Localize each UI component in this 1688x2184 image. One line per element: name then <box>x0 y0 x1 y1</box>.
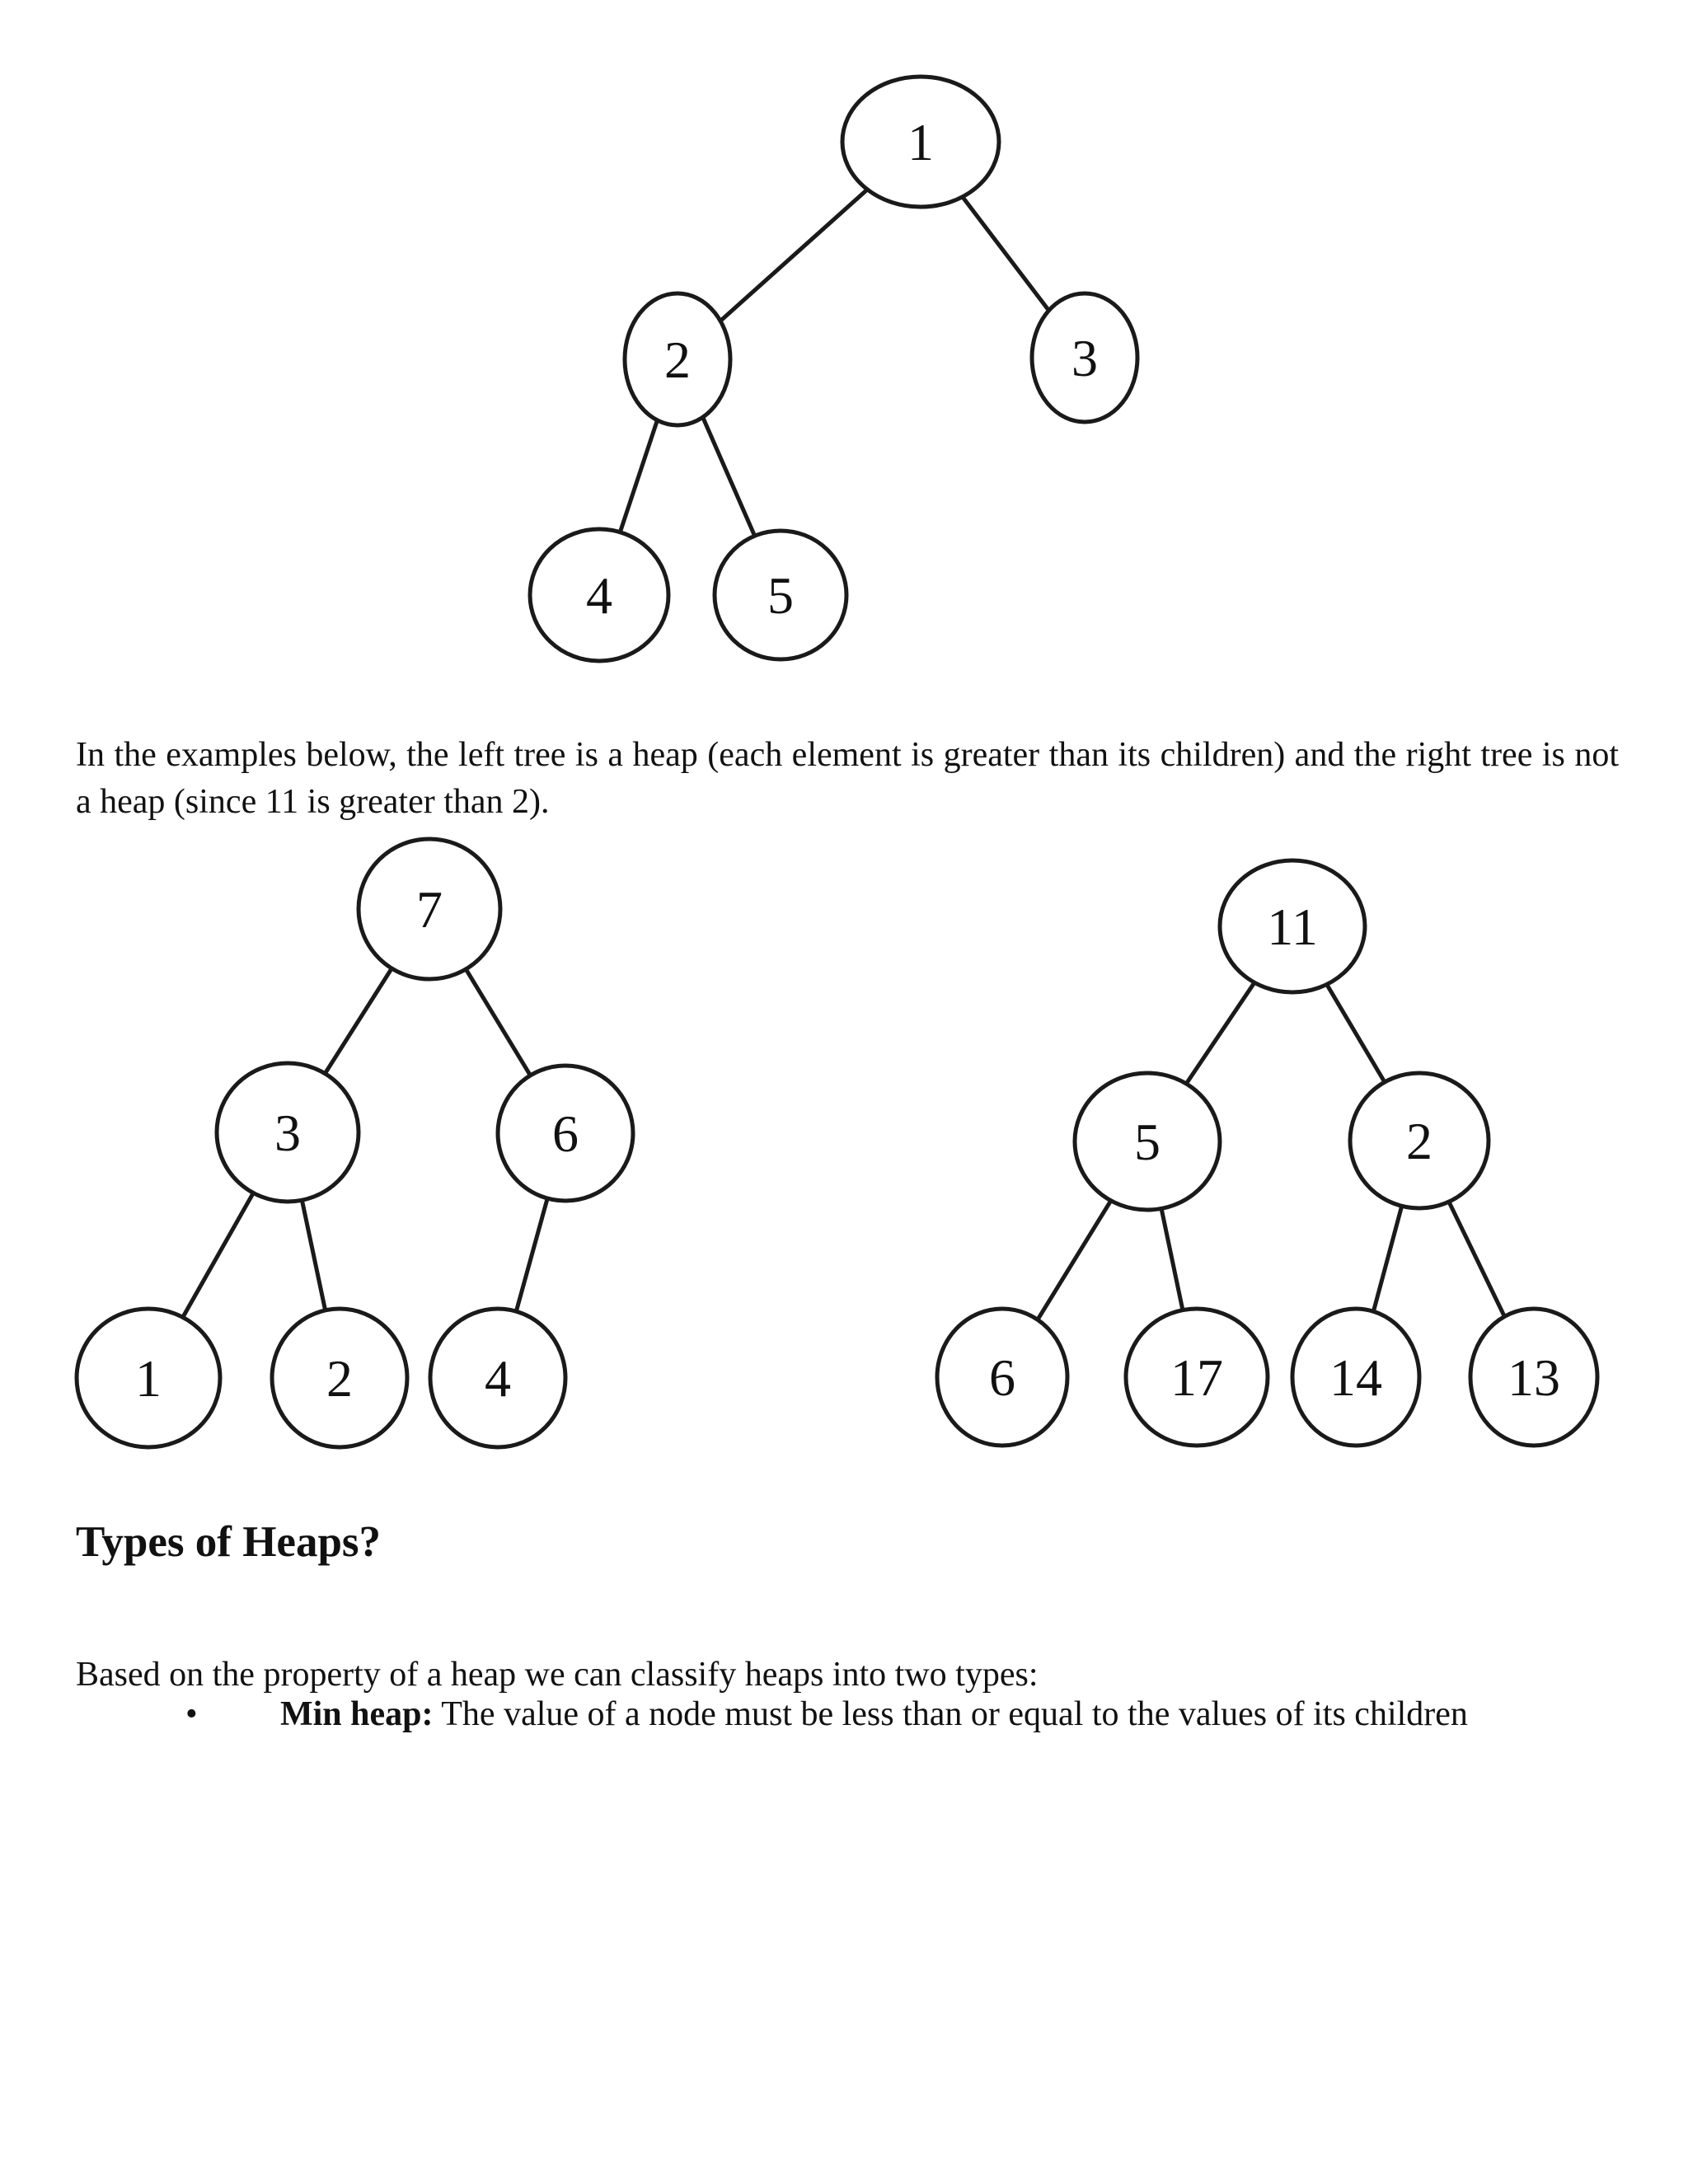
tree-node-circle <box>1217 858 1367 995</box>
tree-node-label: 3 <box>274 1104 301 1162</box>
tree-node-label: 6 <box>989 1348 1015 1407</box>
bullet-item-min-heap: • Min heap: The value of a node must be … <box>185 1691 1615 1738</box>
tree-node-label: 14 <box>1329 1348 1382 1407</box>
types-intro-paragraph: Based on the property of a heap we can c… <box>76 1656 1039 1694</box>
bullet-dot-icon: • <box>185 1695 198 1733</box>
tree-node-circle <box>622 291 733 428</box>
tree-node-label: 11 <box>1267 898 1318 956</box>
tree-node-circle <box>74 1306 223 1450</box>
tree-node-label: 3 <box>1071 329 1098 387</box>
bullet-term: Min heap: <box>280 1695 434 1733</box>
tree-node-circle <box>495 1063 635 1203</box>
tree-node-circle <box>356 837 503 982</box>
tree-node-circle <box>712 528 849 662</box>
intro-paragraph: In the examples below, the left tree is … <box>76 736 1619 821</box>
tree-node-label: 5 <box>1134 1113 1160 1171</box>
tree-node-label: 2 <box>1406 1112 1432 1170</box>
tree-node-label: 1 <box>135 1349 162 1408</box>
tree-node-label: 4 <box>485 1349 511 1408</box>
tree-node-circle <box>428 1306 568 1450</box>
tree-node-label: 2 <box>664 330 691 389</box>
tree-node-label: 7 <box>416 880 443 939</box>
bullet-text: The value of a node must be less than or… <box>441 1695 1468 1733</box>
binary-tree-left: 7 3 6 1 2 4 <box>74 837 635 1450</box>
tree-node-circle <box>1072 1071 1222 1212</box>
tree-node-label: 5 <box>767 566 794 625</box>
bullet-content: Min heap: The value of a node must be le… <box>280 1691 1615 1738</box>
tree-node-circle <box>935 1306 1070 1448</box>
tree-node-label: 4 <box>586 566 612 625</box>
tree-node-circle <box>1348 1071 1491 1211</box>
tree-node-circle <box>1123 1306 1270 1448</box>
tree-node-circle <box>528 527 671 663</box>
binary-tree-right: 11 5 2 6 17 14 13 <box>935 858 1600 1448</box>
tree-node-circle <box>840 74 1001 209</box>
section-heading: Types of Heaps? <box>76 1518 382 1566</box>
tree-node-label: 17 <box>1170 1348 1223 1407</box>
tree-node-label: 13 <box>1507 1348 1560 1407</box>
tree-node-circle <box>1290 1306 1422 1448</box>
tree-node-label: 1 <box>907 113 934 171</box>
binary-tree-top: 1 2 3 4 5 <box>528 74 1140 663</box>
tree-node-label: 6 <box>552 1104 579 1163</box>
tree-node-circle <box>270 1306 410 1450</box>
tree-node-circle <box>1029 291 1140 424</box>
tree-node-label: 2 <box>326 1349 353 1408</box>
tree-node-circle <box>214 1061 361 1204</box>
tree-node-circle <box>1468 1306 1600 1448</box>
